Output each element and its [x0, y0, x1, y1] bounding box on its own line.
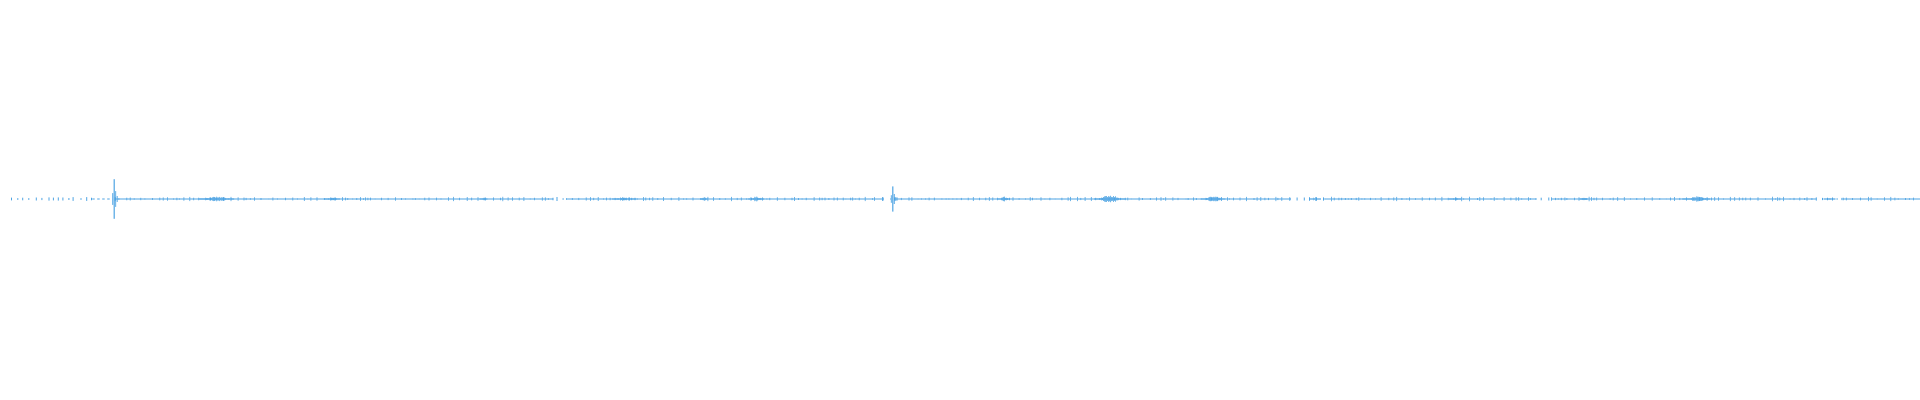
waveform-trace — [11, 179, 1920, 219]
